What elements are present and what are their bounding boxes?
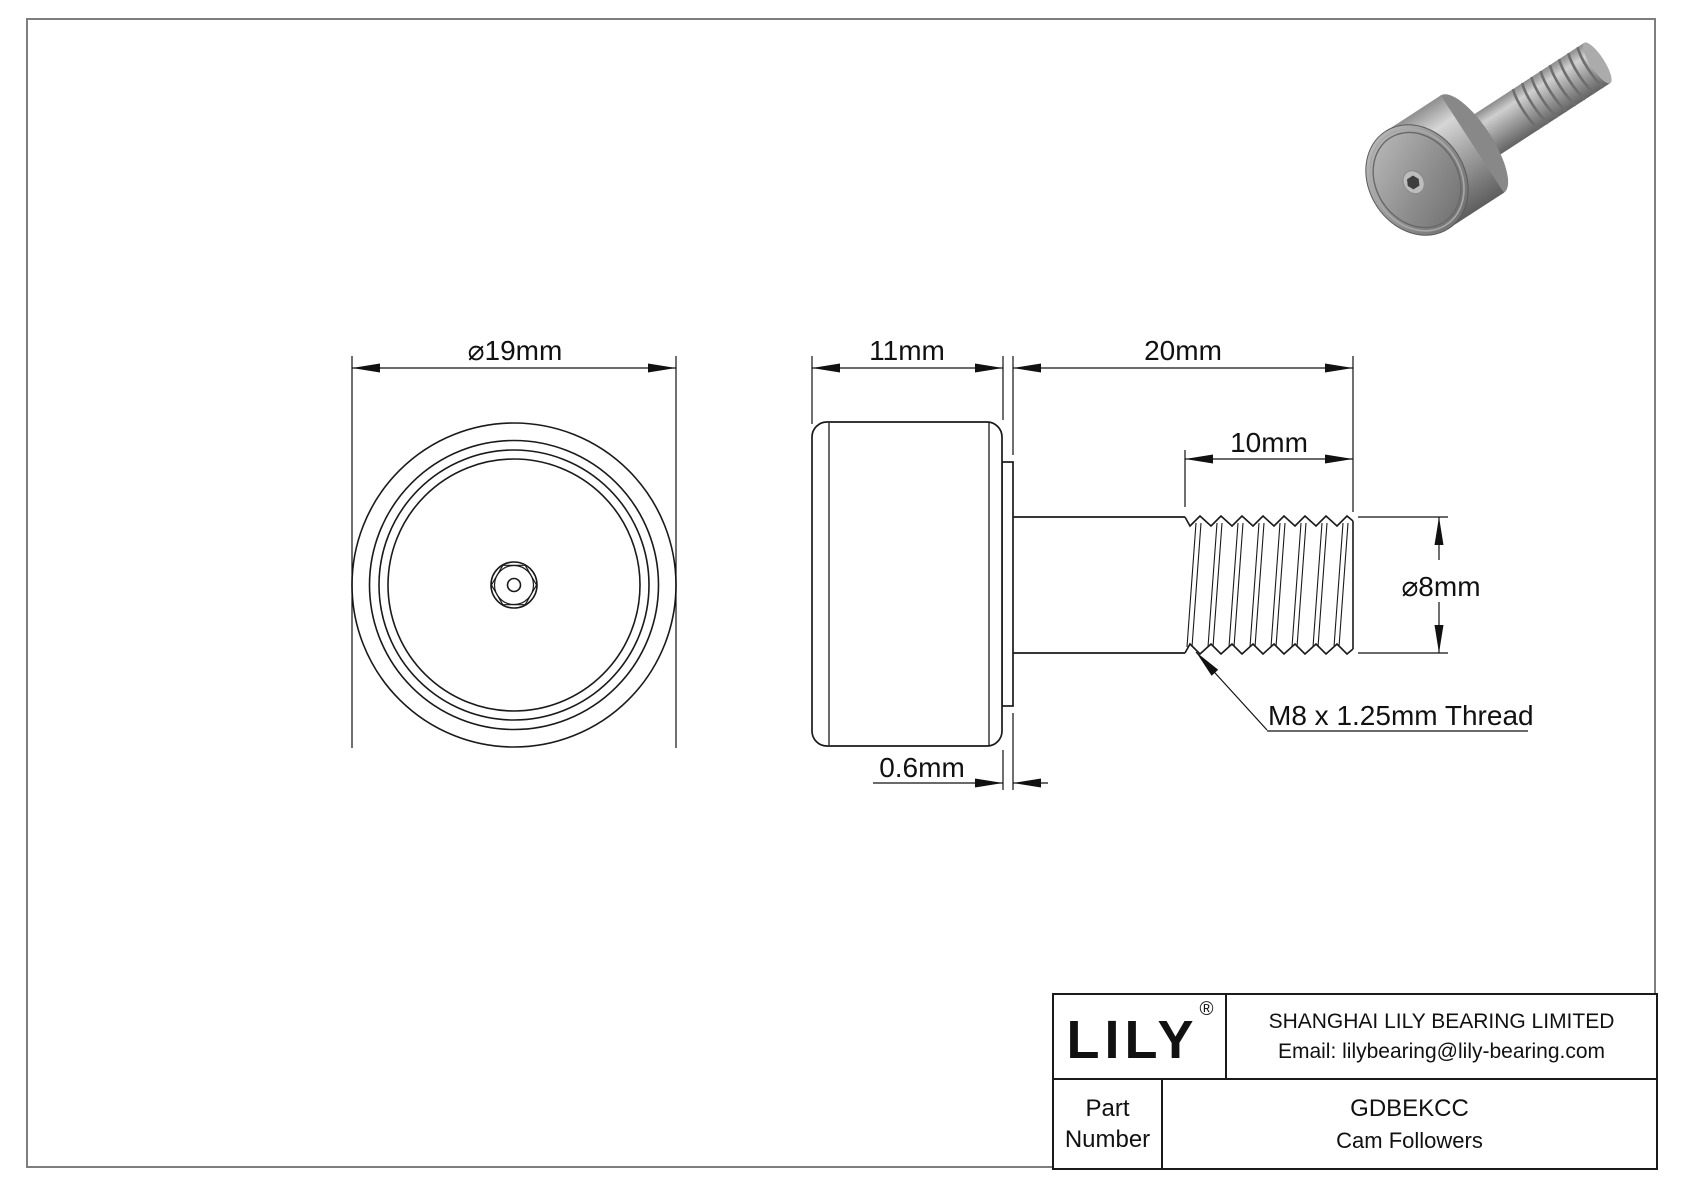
- company-name: SHANGHAI LILY BEARING LIMITED: [1268, 1009, 1615, 1033]
- thread-callout-label: M8 x 1.25mm Thread: [1268, 700, 1534, 731]
- lily-logo: LILY®: [1066, 999, 1213, 1070]
- roller-outer-circle: [351, 422, 677, 748]
- stud-shank: [1013, 516, 1185, 654]
- part-number-label-cell: Part Number: [1054, 1080, 1163, 1168]
- part-label-line2: Number: [1064, 1126, 1151, 1153]
- title-block: LILY® SHANGHAI LILY BEARING LIMITED Emai…: [1052, 993, 1658, 1170]
- front-view: [351, 422, 677, 748]
- dim-roller-width: 11mm: [811, 335, 1004, 424]
- page-border: [26, 18, 1656, 1168]
- dim-stud-diameter: ⌀8mm: [1358, 516, 1490, 654]
- dim-flange-offset-label: 0.6mm: [879, 752, 965, 783]
- iso-roller: [1365, 94, 1509, 236]
- end-washer: [1001, 461, 1014, 707]
- dim-roller-od-label: ⌀19mm: [468, 335, 563, 366]
- title-block-row-1: LILY® SHANGHAI LILY BEARING LIMITED Emai…: [1054, 995, 1656, 1080]
- endplate-inner-circle: [387, 458, 641, 712]
- dim-thread-length: 10mm: [1184, 427, 1353, 507]
- thread-callout: M8 x 1.25mm Thread: [1195, 651, 1534, 732]
- endplate-outer-circle: [378, 449, 650, 721]
- iso-view: [1365, 42, 1612, 236]
- part-number-cell: GDBEKCC Cam Followers: [1163, 1080, 1656, 1168]
- hub-outer-circle: [490, 561, 538, 609]
- dim-thread-length-label: 10mm: [1230, 427, 1308, 458]
- dim-roller-od: ⌀19mm: [351, 335, 677, 748]
- part-category: Cam Followers: [1336, 1128, 1483, 1153]
- title-block-row-2: Part Number GDBEKCC Cam Followers: [1054, 1080, 1656, 1168]
- iso-stud: [1454, 42, 1612, 168]
- logo-cell: LILY®: [1054, 995, 1227, 1078]
- hex-socket: [490, 564, 538, 606]
- lily-logo-text: LILY: [1066, 1009, 1199, 1070]
- thread-profile: [1184, 514, 1354, 656]
- dim-roller-width-label: 11mm: [869, 335, 945, 366]
- iso-thread-ridges: [1511, 46, 1605, 131]
- company-email: Email: lilybearing@lily-bearing.com: [1277, 1039, 1606, 1063]
- dim-stud-length: 20mm: [1012, 335, 1354, 512]
- side-view: [811, 421, 1354, 747]
- company-cell: SHANGHAI LILY BEARING LIMITED Email: lil…: [1227, 995, 1656, 1078]
- center-hole: [506, 577, 522, 593]
- registered-trademark: ®: [1199, 998, 1214, 1020]
- roller-body: [811, 421, 1003, 747]
- roller-chamfer-circle: [368, 439, 660, 731]
- part-number-value: GDBEKCC: [1350, 1095, 1469, 1122]
- dim-flange-offset: 0.6mm: [873, 713, 1048, 790]
- thread-flanks: [1186, 522, 1349, 648]
- dim-stud-diameter-label: ⌀8mm: [1401, 571, 1480, 602]
- iso-hex-hole: [1407, 175, 1420, 190]
- hub-inner-circle: [493, 564, 535, 606]
- part-label-line1: Part: [1085, 1095, 1130, 1122]
- dim-stud-length-label: 20mm: [1144, 335, 1222, 366]
